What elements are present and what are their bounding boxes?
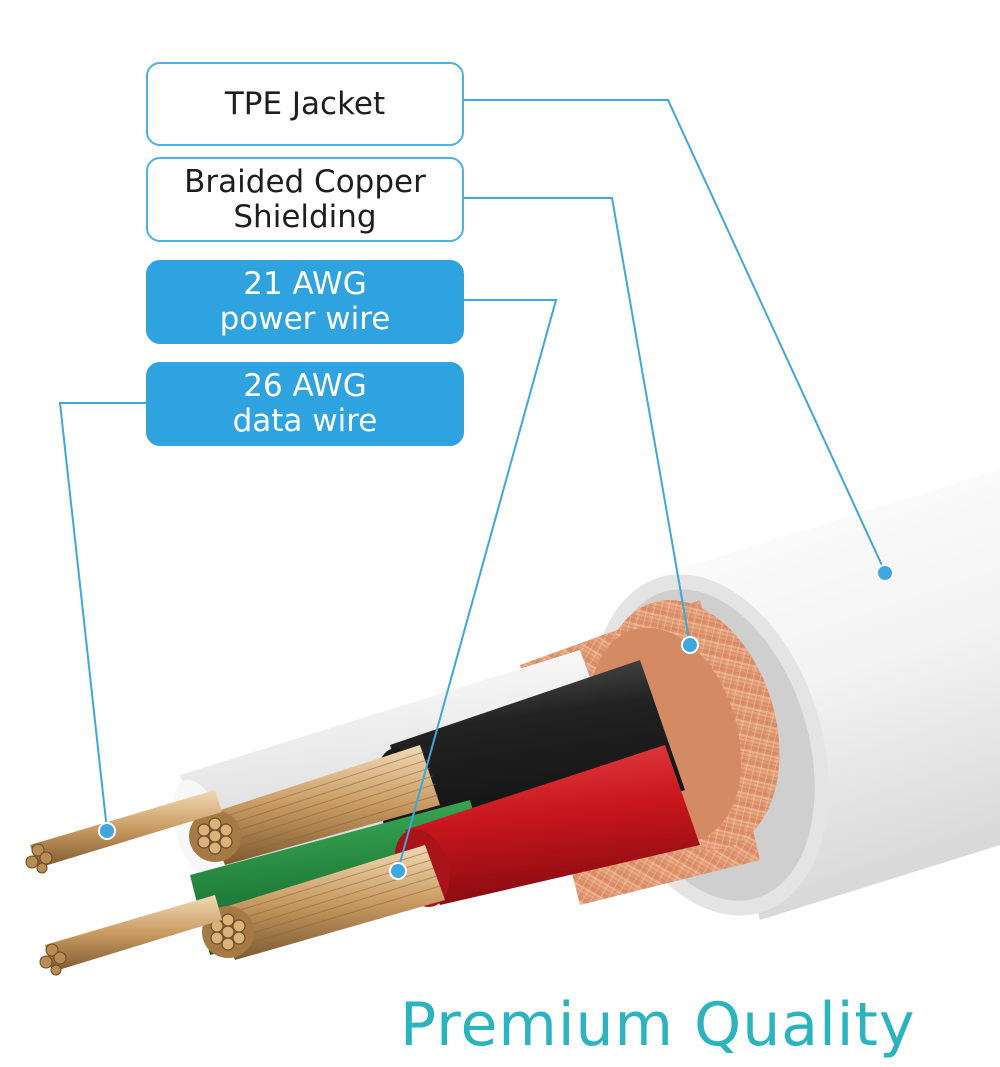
- data-wire-label-box: 26 AWG data wire: [146, 362, 464, 446]
- premium-quality-title: Premium Quality: [400, 990, 916, 1060]
- braided-shielding-label-line-2: Shielding: [233, 198, 377, 235]
- data-wire-label-line-1: 26 AWG: [243, 368, 367, 404]
- copper-strands-graphic: [25, 745, 445, 976]
- power-wire-label-box: 21 AWG power wire: [146, 260, 464, 344]
- leader-line-shielding: [464, 197, 691, 646]
- leader-line-power: [397, 299, 558, 871]
- power-wire-marker-dot: [389, 862, 407, 880]
- power-wire-label-line-2: power wire: [219, 301, 391, 337]
- leader-lines: [58, 99, 886, 871]
- shielding-marker-dot: [681, 636, 699, 654]
- tpe-jacket-label: TPE Jacket: [224, 85, 386, 122]
- braided-shielding-label-line-1: Braided Copper: [184, 163, 426, 200]
- jacket-marker-dot: [876, 564, 894, 582]
- tpe-jacket-label-box: TPE Jacket: [146, 62, 464, 146]
- data-wire-label-line-2: data wire: [232, 403, 378, 439]
- data-wire-marker-dot: [98, 822, 116, 840]
- power-wire-label-line-1: 21 AWG: [243, 266, 367, 302]
- leader-dots: [98, 564, 894, 880]
- braided-shielding-label-box: Braided Copper Shielding: [146, 157, 464, 242]
- leader-line-data: [58, 402, 146, 831]
- leader-line-jacket: [464, 99, 886, 573]
